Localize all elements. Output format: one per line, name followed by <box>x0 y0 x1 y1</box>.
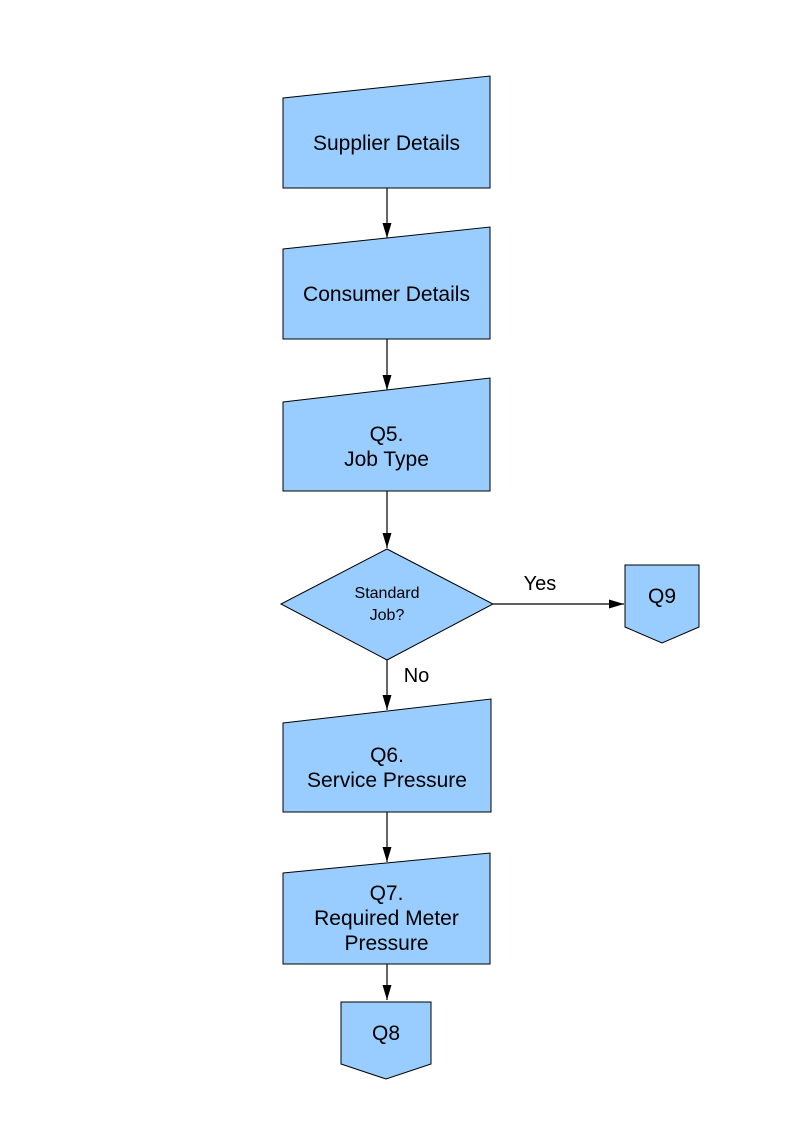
q5-job-type-shape <box>282 377 491 492</box>
standard-job-decision-shape <box>279 548 495 661</box>
supplier-details-shape <box>282 75 491 189</box>
consumer-details-shape <box>282 226 491 340</box>
q7-required-meter-pressure-shape <box>282 852 491 965</box>
q6-service-pressure-shape <box>282 698 492 813</box>
q9-offpage-connector-shape <box>624 564 700 644</box>
q8-offpage-connector-shape <box>340 1001 432 1080</box>
